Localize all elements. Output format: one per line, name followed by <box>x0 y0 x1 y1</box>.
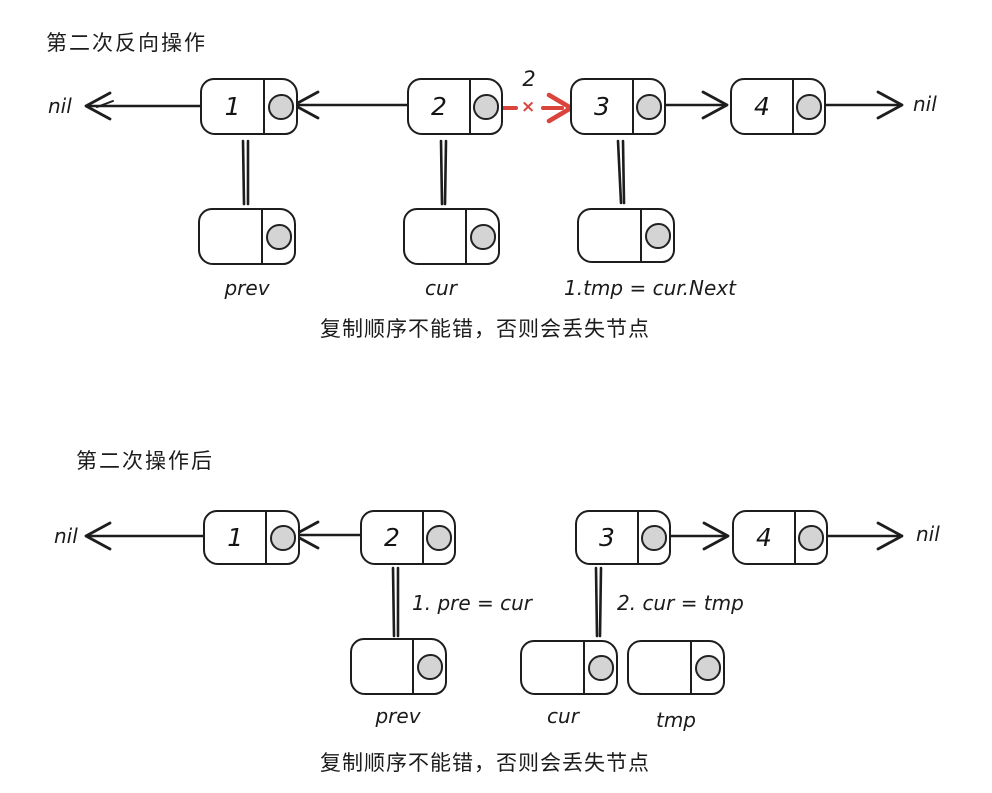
cur-pointer-box <box>403 208 500 265</box>
pointer-dot-icon <box>472 93 499 120</box>
link-node3-tmp-icon <box>616 139 626 205</box>
empty-cell <box>352 640 412 693</box>
pointer-dot-icon <box>644 222 671 249</box>
empty-cell <box>629 642 690 693</box>
pointer-dot-icon <box>469 223 496 250</box>
pointer-cell <box>583 642 616 693</box>
pointer-dot-icon <box>587 654 614 681</box>
node-next-cell <box>791 80 824 133</box>
empty-cell <box>579 210 640 261</box>
node-value: 3 <box>593 92 610 121</box>
arrow-node4-to-nil-icon <box>811 90 904 120</box>
pointer-dot-icon <box>694 654 721 681</box>
pointer-cell <box>690 642 723 693</box>
list-node-2: 2 <box>407 78 503 135</box>
step2-label: 2. cur = tmp <box>617 591 744 615</box>
node-value: 4 <box>755 523 772 552</box>
cur-pointer-box-2 <box>520 640 618 695</box>
pointer-dot-icon <box>425 524 452 551</box>
section2-nil-right-label: nil <box>916 522 940 546</box>
pointer-cell <box>261 210 294 263</box>
pointer-dot-icon <box>269 524 296 551</box>
pointer-cell <box>640 210 673 261</box>
tmp-pointer-box-2 <box>627 640 725 695</box>
node-next-cell <box>631 80 664 133</box>
arrow-node2-to-node1-icon <box>292 90 409 120</box>
pointer-dot-icon <box>416 653 443 680</box>
node-next-cell <box>263 80 296 133</box>
section2-caption: 复制顺序不能错，否则会丢失节点 <box>320 751 650 775</box>
empty-cell <box>522 642 583 693</box>
pointer-dot-icon <box>267 93 294 120</box>
pointer-dot-icon <box>265 223 292 250</box>
arrow2-node1-to-nil-icon <box>84 521 205 551</box>
pointer-dot-icon <box>795 93 822 120</box>
prev-label: prev <box>224 276 270 300</box>
arrow-node1-to-nil-icon <box>84 91 202 121</box>
link-node1-prev-icon <box>241 139 250 206</box>
node-value: 3 <box>598 523 615 552</box>
node-value: 2 <box>383 523 400 552</box>
link2-node2-prev-icon <box>391 566 400 638</box>
cur-label: cur <box>425 276 457 300</box>
pointer-dot-icon <box>635 93 662 120</box>
red-cross-mark: × <box>521 97 536 117</box>
red-arrow-step-number: 2 <box>522 67 536 91</box>
node-value: 4 <box>753 92 770 121</box>
node-next-cell <box>636 512 669 563</box>
cur-label-2: cur <box>547 704 579 728</box>
section1-nil-right-label: nil <box>913 92 937 116</box>
arrow2-node3-to-node4-icon <box>658 521 730 551</box>
prev-pointer-box <box>198 208 296 265</box>
list2-node-3: 3 <box>575 510 671 565</box>
tmp-label-2: tmp <box>655 708 697 732</box>
node-next-cell <box>421 512 454 563</box>
tmp-pointer-box <box>577 208 675 263</box>
list-node-3: 3 <box>570 78 666 135</box>
section1-caption: 复制顺序不能错，否则会丢失节点 <box>320 317 650 341</box>
node-next-cell <box>265 512 298 563</box>
section1-title: 第二次反向操作 <box>46 31 207 55</box>
pointer-cell <box>465 210 498 263</box>
pointer-dot-icon <box>797 524 824 551</box>
pointer-cell <box>412 640 445 693</box>
empty-cell <box>200 210 261 263</box>
node-next-cell <box>793 512 826 563</box>
empty-cell <box>405 210 465 263</box>
prev-label-2: prev <box>375 704 421 728</box>
list-node-4: 4 <box>730 78 826 135</box>
list2-node-1: 1 <box>203 510 300 565</box>
node-value: 1 <box>224 92 241 121</box>
section1-nil-left-label: nil <box>48 94 72 118</box>
list2-node-4: 4 <box>732 510 828 565</box>
list-node-1: 1 <box>200 78 298 135</box>
arrow2-node4-to-nil-icon <box>813 521 904 551</box>
link2-node3-cur-icon <box>594 566 603 638</box>
pointer-dot-icon <box>640 524 667 551</box>
list2-node-2: 2 <box>360 510 456 565</box>
link-node2-cur-icon <box>439 139 448 206</box>
node-next-cell <box>468 80 501 133</box>
prev-pointer-box-2 <box>350 638 447 695</box>
tmp-assignment-label: 1.tmp = cur.Next <box>564 276 736 300</box>
node-value: 1 <box>227 523 244 552</box>
step1-label: 1. pre = cur <box>412 591 533 615</box>
section2-title: 第二次操作后 <box>76 449 214 473</box>
node-value: 2 <box>430 92 447 121</box>
arrow2-node2-to-node1-icon <box>292 520 362 550</box>
arrow-node3-to-node4-icon <box>653 90 729 120</box>
section2-nil-left-label: nil <box>54 524 78 548</box>
